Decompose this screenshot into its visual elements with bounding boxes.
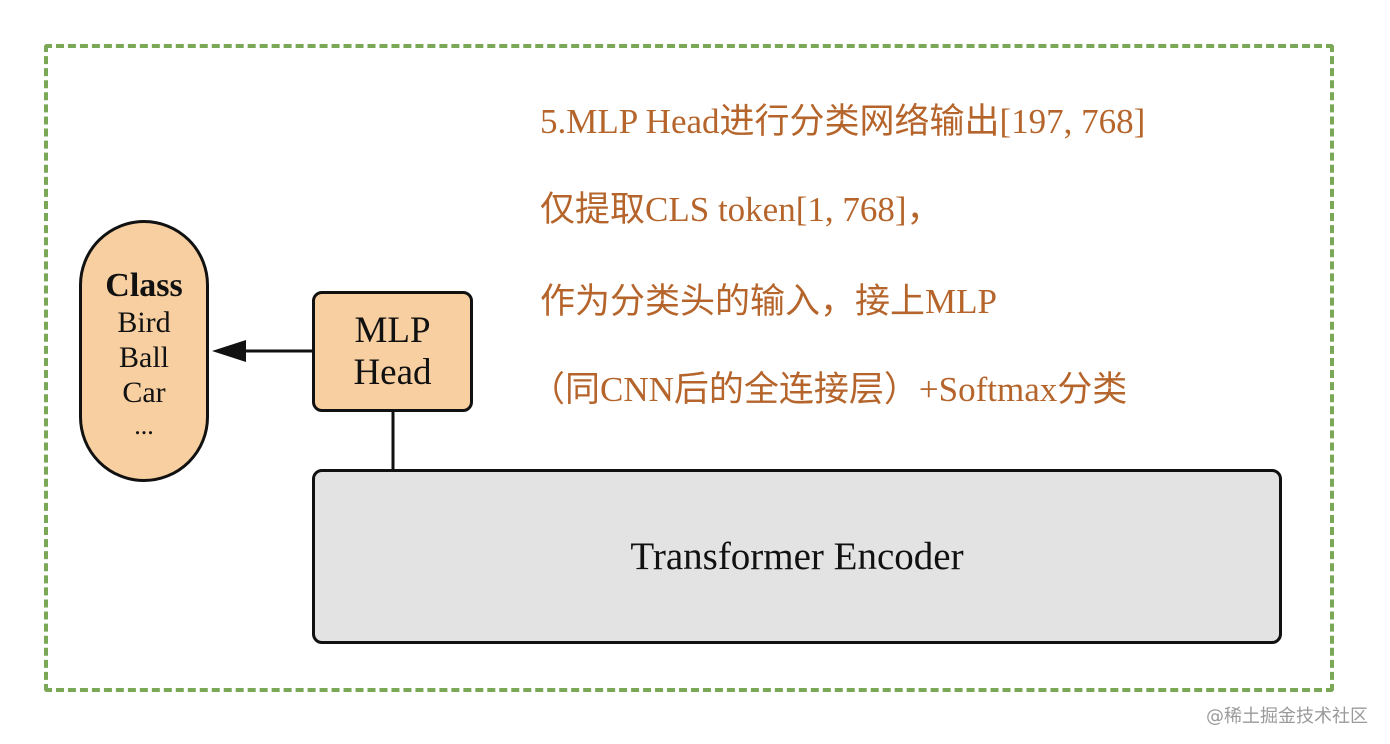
class-title: Class xyxy=(105,266,183,304)
mlp-head-line-2: Head xyxy=(353,351,432,393)
class-output-node: Class Bird Ball Car ... xyxy=(79,220,209,482)
class-item-ball: Ball xyxy=(119,340,169,374)
encoder-label: Transformer Encoder xyxy=(630,535,964,578)
note-line-1: 5.MLP Head进行分类网络输出[197, 768] xyxy=(540,102,1146,141)
class-item-ellipsis: ... xyxy=(134,410,154,440)
watermark: @稀土掘金技术社区 xyxy=(1206,706,1368,727)
note-line-4: （同CNN后的全连接层）+Softmax分类 xyxy=(530,370,1128,409)
diagram-frame xyxy=(44,44,1334,692)
class-item-bird: Bird xyxy=(117,305,171,339)
note-line-3: 作为分类头的输入，接上MLP xyxy=(540,282,997,321)
mlp-head-line-1: MLP xyxy=(354,309,431,351)
class-item-car: Car xyxy=(122,375,166,409)
note-line-2: 仅提取CLS token[1, 768]， xyxy=(540,190,942,229)
transformer-encoder-node: Transformer Encoder xyxy=(312,469,1282,644)
mlp-head-node: MLP Head xyxy=(312,291,473,412)
